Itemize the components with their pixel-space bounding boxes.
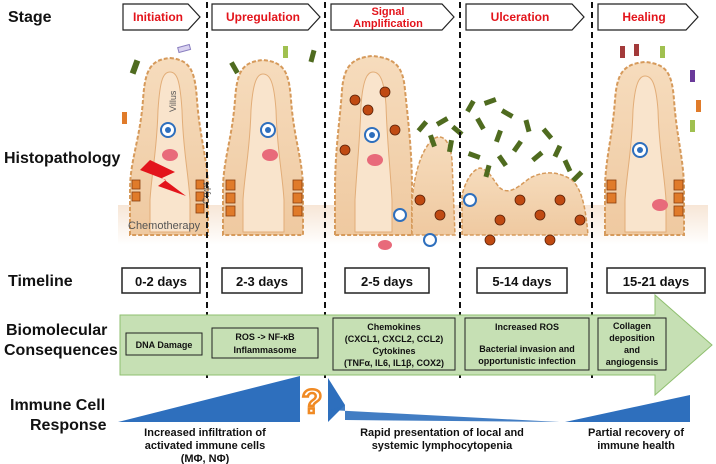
timeline-label-1: 2-3 days: [236, 274, 288, 289]
immune-label-1-line3: (MΦ, NΦ): [181, 453, 230, 464]
stage-label-ulceration: Ulceration: [491, 10, 550, 24]
bio-label-3-line4: (TNFα, IL6, IL1β, COX2): [344, 358, 444, 368]
bio-label-1: DNA Damage: [136, 340, 193, 350]
chemotherapy-label: Chemotherapy: [128, 220, 201, 232]
bio-label-5-line2: deposition: [609, 333, 655, 343]
bio-label-3-line2: (CXCL1, CXCL2, CCL2): [345, 334, 444, 344]
stage-arrow-initiation: Initiation: [122, 3, 201, 31]
villus-signal-amplification: [334, 54, 456, 236]
immune-wedge-rise: [118, 376, 300, 422]
immune-label-3-line2: immune health: [597, 440, 675, 452]
timeline-label-0: 0-2 days: [135, 274, 187, 289]
stage-arrow-healing: Healing: [597, 3, 699, 31]
question-mark-icon: ?: [302, 383, 323, 421]
immune-wedge-drop: [328, 378, 345, 422]
bio-label-4-line1: Increased ROS: [495, 322, 559, 332]
bio-label-4-line3: opportunistic infection: [478, 356, 576, 366]
bio-label-3-line1: Chemokines: [367, 322, 421, 332]
stage-arrow-upregulation: Upregulation: [211, 3, 321, 31]
bio-label-3-line3: Cytokines: [372, 346, 415, 356]
stage-arrow-ulceration: Ulceration: [465, 3, 585, 31]
histopathology-panel: Villus Crypt Chemotherapy: [118, 43, 708, 250]
bio-label-2-line2: Inflammasome: [233, 345, 296, 355]
chemotherapy-lightning-icon: [140, 160, 186, 196]
immune-label-2-line1: Rapid presentation of local and: [360, 427, 524, 439]
immune-wedge-recovery: [565, 395, 690, 422]
timeline-row: 0-2 days 2-3 days 2-5 days 5-14 days 15-…: [121, 267, 706, 294]
row-label-biomolecular-2: Consequences: [4, 342, 118, 359]
immune-label-1-line1: Increased infiltration of: [144, 427, 266, 439]
timeline-label-4: 15-21 days: [623, 274, 690, 289]
villus-label: Villus: [168, 90, 178, 112]
biomolecular-band: DNA Damage ROS -> NF-κB Inflammasome Che…: [119, 293, 713, 397]
stage-label-initiation: Initiation: [133, 10, 183, 24]
timeline-label-3: 5-14 days: [492, 274, 551, 289]
bio-label-5-line3: and: [624, 345, 640, 355]
row-label-histopathology: Histopathology: [4, 150, 121, 167]
stage-label-amplification: Amplification: [353, 18, 423, 30]
stage-arrow-signal-amplification: Signal Amplification: [330, 3, 455, 31]
row-label-immune-1: Immune Cell: [10, 397, 105, 414]
bacteria-cluster: [129, 49, 584, 183]
stage-label-healing: Healing: [622, 10, 665, 24]
immune-label-1-line2: activated immune cells: [145, 440, 265, 452]
luminal-particles: [122, 43, 701, 132]
immune-cells: [160, 86, 668, 250]
stage-label-signal: Signal: [371, 6, 404, 18]
immune-label-2-line2: systemic lymphocytopenia: [372, 440, 513, 452]
row-label-immune-2: Response: [30, 417, 107, 434]
immune-wedge-low: [330, 405, 560, 422]
row-label-timeline: Timeline: [8, 273, 73, 290]
row-label-stage: Stage: [8, 9, 52, 26]
stage-label-upregulation: Upregulation: [226, 10, 300, 24]
bio-label-5-line4: angiogensis: [606, 357, 659, 367]
timeline-label-2: 2-5 days: [361, 274, 413, 289]
villus-initiation: [129, 56, 209, 236]
immune-response-row: ? Increased infiltration of activated im…: [118, 376, 690, 464]
bio-label-4-line2: Bacterial invasion and: [479, 344, 575, 354]
immune-label-3-line1: Partial recovery of: [588, 427, 684, 439]
row-label-biomolecular-1: Biomolecular: [6, 322, 107, 339]
bio-label-2-line1: ROS -> NF-κB: [235, 332, 295, 342]
villus-upregulation: [222, 58, 304, 236]
bio-label-5-line1: Collagen: [613, 321, 651, 331]
